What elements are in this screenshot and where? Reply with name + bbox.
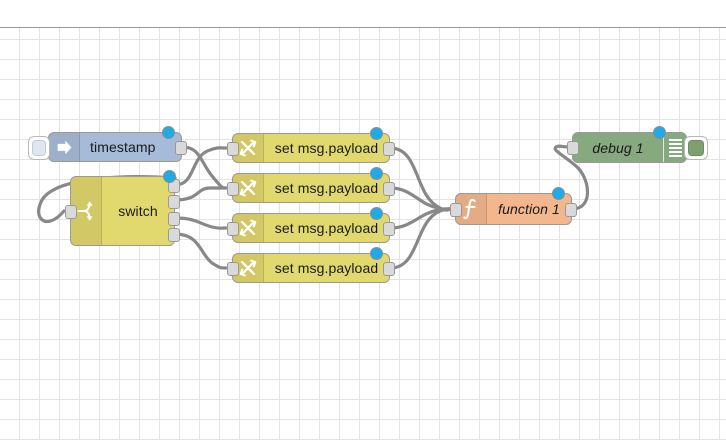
node-label-change-1: set msg.payload: [274, 140, 379, 156]
node-label-change-3: set msg.payload: [274, 220, 379, 236]
node-debug-1[interactable]: debug 1: [567, 126, 708, 163]
status-dot-change-4: [370, 247, 383, 260]
debug-enable-toggle[interactable]: [684, 136, 708, 160]
node-label-inject-timestamp: timestamp: [90, 139, 156, 155]
port-input-switch-0[interactable]: [65, 205, 77, 219]
status-dot-change-3: [370, 207, 383, 220]
node-label-switch-1: switch: [118, 203, 158, 219]
node-label-change-4: set msg.payload: [274, 260, 379, 276]
port-output-function-1[interactable]: [565, 203, 577, 217]
status-dot-switch: [163, 170, 176, 183]
port-input-change-4[interactable]: [227, 262, 239, 276]
node-label-function-1: function 1: [498, 201, 560, 217]
flow-canvas[interactable]: timestamp switch: [0, 28, 726, 440]
arrow-right-icon: [49, 133, 80, 161]
port-output-change-4[interactable]: [383, 262, 395, 276]
port-input-function-1[interactable]: [450, 203, 462, 217]
inject-trigger-button[interactable]: [28, 136, 50, 160]
node-inject-timestamp[interactable]: timestamp: [28, 126, 187, 162]
node-change-4[interactable]: set msg.payload: [227, 247, 395, 283]
debug-list-icon: [663, 133, 686, 162]
port-input-change-2[interactable]: [227, 182, 239, 196]
port-output-change-2[interactable]: [383, 182, 395, 196]
node-label-change-2: set msg.payload: [274, 180, 379, 196]
node-change-3[interactable]: set msg.payload: [227, 207, 395, 243]
node-change-2[interactable]: set msg.payload: [227, 167, 395, 203]
status-dot-debug-1: [653, 126, 666, 139]
node-switch-1[interactable]: switch: [65, 170, 180, 246]
port-output-switch-3[interactable]: [168, 228, 180, 242]
status-dot-function-1: [552, 187, 565, 200]
port-input-change-1[interactable]: [227, 142, 239, 156]
editor-header-strip: [0, 0, 726, 28]
status-dot-inject: [162, 126, 175, 139]
port-output-change-1[interactable]: [383, 142, 395, 156]
port-output-switch-2[interactable]: [168, 212, 180, 226]
node-function-1[interactable]: function 1: [450, 187, 577, 225]
port-output-inject-0[interactable]: [175, 141, 187, 155]
node-change-1[interactable]: set msg.payload: [227, 127, 395, 163]
port-output-change-3[interactable]: [383, 222, 395, 236]
status-dot-change-2: [370, 167, 383, 180]
debug-enable-pad: [688, 140, 704, 156]
port-output-switch-1[interactable]: [168, 195, 180, 209]
node-layer: timestamp switch: [0, 28, 726, 440]
port-input-debug-1[interactable]: [567, 141, 579, 155]
status-dot-change-1: [370, 127, 383, 140]
node-label-debug-1: debug 1: [592, 139, 644, 156]
inject-trigger-pad: [32, 140, 46, 156]
swap-arrows-icon: [233, 174, 264, 202]
port-input-change-3[interactable]: [227, 222, 239, 236]
